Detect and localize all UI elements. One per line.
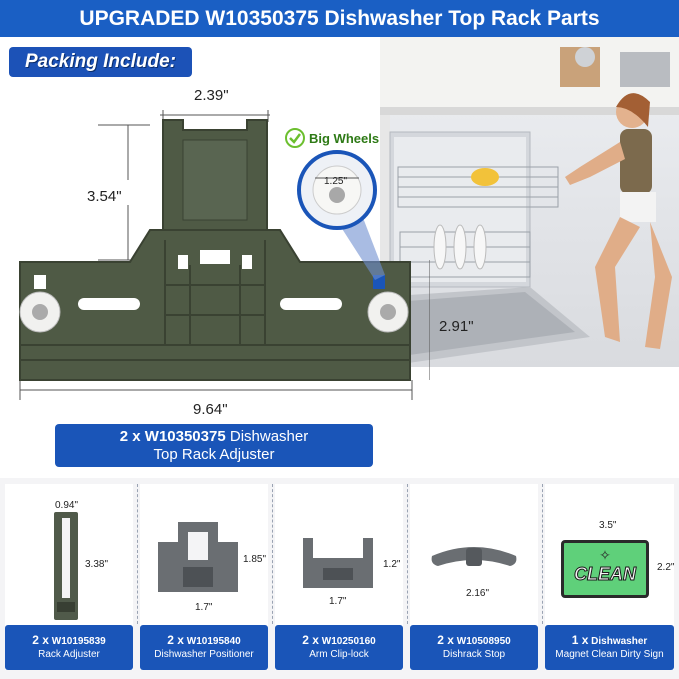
part-dim-a: 0.94" xyxy=(55,500,79,511)
part-dim-b: 3.38" xyxy=(85,559,109,570)
part-name: Magnet Clean Dirty Sign xyxy=(555,649,664,660)
part-dim-a: 1.2" xyxy=(383,559,401,570)
part-code: W10508950 xyxy=(456,636,511,647)
big-wheels-label: Big Wheels xyxy=(309,130,380,146)
part-label: 1 x Dishwasher Magnet Clean Dirty Sign xyxy=(545,625,674,670)
part-qty: 2 x xyxy=(437,633,454,647)
part-dim-a: 1.85" xyxy=(243,554,267,565)
dim-tab-height: 3.54" xyxy=(87,188,122,205)
divider xyxy=(542,484,543,624)
dim-wheel-size: 1.25" xyxy=(324,176,348,187)
part-label: 2 x W10195840 Dishwasher Positioner xyxy=(140,625,268,670)
part-name: Arm Clip-lock xyxy=(309,649,369,660)
part-card: 1.2" 1.7" 2 x W10250160 Arm Clip-lock xyxy=(275,484,403,670)
part-dim-a: 2.16" xyxy=(466,588,490,599)
part-dim-b: 1.7" xyxy=(329,596,347,607)
packing-include-badge: Packing Include: xyxy=(9,47,192,77)
part-name: Dishrack Stop xyxy=(442,649,506,660)
part-card: 0.94" 3.38" 2 x W10195839 Rack Adjuster xyxy=(5,484,133,670)
check-circle-icon xyxy=(285,128,305,148)
part-code: W10195839 xyxy=(51,636,106,647)
part-dim-b: 2.2" xyxy=(657,562,675,573)
sign-text: CLEAN xyxy=(574,564,637,585)
part-name: Dishwasher Positioner xyxy=(154,649,254,660)
part-card: 2.16" 2 x W10508950 Dishrack Stop xyxy=(410,484,538,670)
big-wheels-callout: Big Wheels xyxy=(285,128,379,148)
sparkle-icon: ✧ xyxy=(599,547,611,563)
part-code: W10195840 xyxy=(186,636,241,647)
part-code: W10250160 xyxy=(321,636,376,647)
part-card: 3.5" 2.2" ✧ CLEAN 1 x Dishwasher Magnet … xyxy=(545,484,674,670)
main-part-label: 2 x W10350375 Dishwasher Top Rack Adjust… xyxy=(55,424,373,467)
dim-body-height: 2.91" xyxy=(439,318,474,335)
main-part-label-line1: Dishwasher xyxy=(225,428,309,445)
divider xyxy=(272,484,273,624)
main-part-label-line2: Top Rack Adjuster xyxy=(153,446,275,463)
dim-total-width: 9.64" xyxy=(193,401,228,418)
part-name: Rack Adjuster xyxy=(38,649,100,660)
dishwasher-positioner-image xyxy=(158,522,238,592)
dim-top-width: 2.39" xyxy=(194,87,229,104)
part-dim-a: 3.5" xyxy=(599,520,617,531)
part-qty: 2 x xyxy=(32,633,49,647)
part-card: 1.85" 1.7" 2 x W10195840 Dishwasher Posi… xyxy=(140,484,268,670)
part-qty: 2 x xyxy=(167,633,184,647)
kitchen-illustration xyxy=(380,37,679,367)
rack-adjuster-image xyxy=(54,512,78,620)
part-label: 2 x W10508950 Dishrack Stop xyxy=(410,625,538,670)
part-qty: 1 x xyxy=(571,633,589,647)
part-code: Dishwasher xyxy=(591,636,648,647)
main-part-qty-code: 2 x W10350375 xyxy=(119,428,226,445)
part-label: 2 x W10250160 Arm Clip-lock xyxy=(275,625,403,670)
dishrack-stop-image xyxy=(431,547,517,566)
divider xyxy=(407,484,408,624)
kitchen-scene-photo xyxy=(380,37,679,367)
top-rack-adjuster-image xyxy=(19,110,430,400)
part-qty: 2 x xyxy=(302,633,319,647)
divider xyxy=(137,484,138,624)
clean-sign-image: ✧ CLEAN xyxy=(561,540,649,598)
part-dim-b: 1.7" xyxy=(195,602,213,613)
page-title: UPGRADED W10350375 Dishwasher Top Rack P… xyxy=(0,0,679,37)
arm-clip-lock-image xyxy=(303,538,373,588)
part-label: 2 x W10195839 Rack Adjuster xyxy=(5,625,133,670)
